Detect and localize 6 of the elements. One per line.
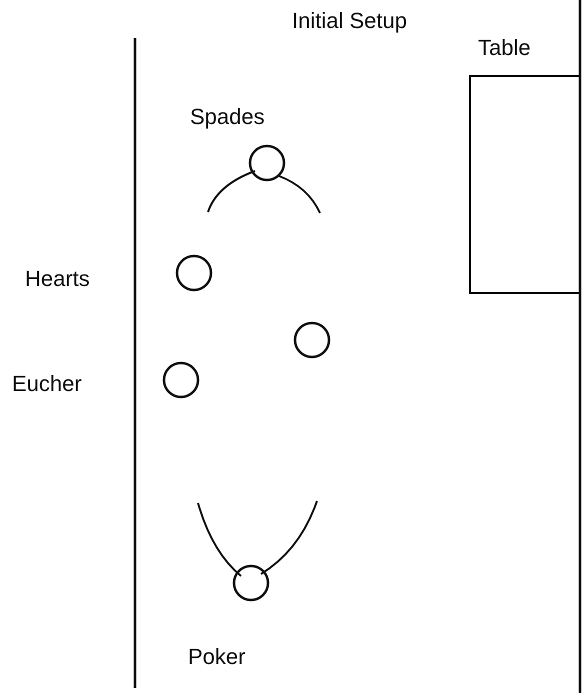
game-label: Eucher (12, 371, 82, 397)
game-label: Poker (188, 644, 246, 670)
box-heading: Table (478, 35, 531, 61)
title: Initial Setup (292, 8, 407, 34)
game-label: Hearts (25, 266, 90, 292)
game-label: Spades (190, 104, 265, 130)
